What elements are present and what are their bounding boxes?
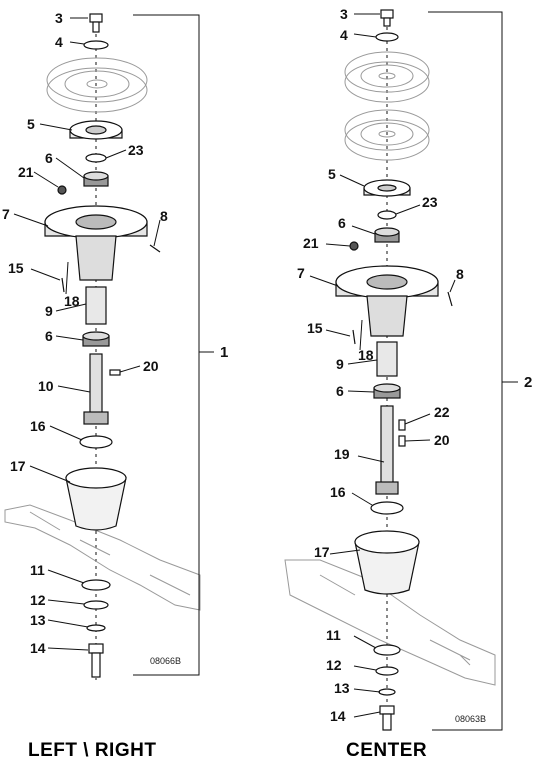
left-part-bearing-6b: [82, 331, 110, 347]
center-callout-3: 3: [340, 6, 348, 22]
left-part-ring-23: [85, 153, 107, 163]
center-callout-8: 8: [456, 266, 464, 282]
left-callout-15: 15: [8, 260, 24, 276]
center-callout-15: 15: [307, 320, 323, 336]
center-part-pin-8: [447, 291, 453, 307]
left-part-screw-15: [61, 277, 65, 293]
center-callout-14: 14: [330, 708, 346, 724]
center-part-lockwasher-13: [378, 688, 396, 696]
left-part-bolt-14: [88, 643, 104, 678]
center-callout-19: 19: [334, 446, 350, 462]
center-callout-22: 22: [434, 404, 450, 420]
center-part-bolt-3: [380, 9, 394, 27]
center-part-washer-11: [373, 644, 401, 656]
left-part-housing-7: [44, 205, 148, 281]
center-part-bearing-6a: [374, 227, 400, 243]
center-assembly: 2 3 4 5 23 6 21 7 8 15 18 9 6 2: [284, 6, 532, 761]
left-assembly-ref: 1: [220, 344, 228, 361]
left-part-washer-12: [83, 600, 109, 610]
center-part-spacer-9: [376, 341, 398, 377]
left-callout-13: 13: [30, 612, 46, 628]
left-callout-10: 10: [38, 378, 54, 394]
center-callout-4: 4: [340, 27, 348, 43]
center-part-key-20: [398, 435, 406, 447]
center-callout-17: 17: [314, 544, 330, 560]
center-callout-6b: 6: [336, 383, 344, 399]
left-callout-23: 23: [128, 142, 144, 158]
left-callout-21: 21: [18, 164, 34, 180]
left-callout-12: 12: [30, 592, 46, 608]
left-part-washer-4: [83, 40, 109, 50]
left-caption: LEFT \ RIGHT: [28, 740, 156, 761]
left-part-spacer-9: [85, 286, 107, 325]
center-callout-20: 20: [434, 432, 450, 448]
left-part-pin-8: [149, 244, 161, 253]
center-pulley-upper: [344, 51, 430, 103]
center-drawing-code: 08063B: [455, 714, 486, 724]
center-part-screw-15: [352, 329, 356, 345]
center-part-bearing-6b: [373, 383, 401, 399]
center-pulley-lower: [344, 109, 430, 161]
left-callout-8: 8: [160, 208, 168, 224]
left-drawing-code: 08066B: [150, 656, 181, 666]
left-part-cap-5: [69, 120, 123, 140]
center-callout-7: 7: [297, 265, 305, 281]
center-callout-21: 21: [303, 235, 319, 251]
center-part-housing-7: [335, 265, 439, 337]
center-callout-18: 18: [358, 347, 374, 363]
left-callout-20: 20: [143, 358, 159, 374]
center-part-nut-21: [349, 241, 359, 251]
left-callout-9: 9: [45, 303, 53, 319]
left-callout-4: 4: [55, 34, 63, 50]
center-callout-5: 5: [328, 166, 336, 182]
left-callout-3: 3: [55, 10, 63, 26]
center-part-washer-16: [370, 501, 404, 515]
center-part-washer-12: [375, 666, 399, 676]
center-part-cap-5: [363, 179, 411, 197]
left-callout-6a: 6: [45, 150, 53, 166]
center-callout-23: 23: [422, 194, 438, 210]
center-callout-6a: 6: [338, 215, 346, 231]
left-part-bearing-6a: [83, 171, 109, 187]
center-callout-9: 9: [336, 356, 344, 372]
center-assembly-bracket: [428, 11, 503, 731]
center-assembly-ref: 2: [524, 374, 532, 391]
left-part-washer-16: [79, 435, 113, 449]
left-part-cup-17: [65, 467, 127, 531]
left-pulley: [46, 57, 148, 113]
left-part-spindle-10: [83, 353, 109, 425]
center-part-washer-4: [375, 32, 399, 42]
center-caption: CENTER: [346, 740, 427, 761]
left-callout-7: 7: [2, 206, 10, 222]
left-assembly-bracket: [133, 14, 200, 676]
center-part-spindle-19: [375, 405, 399, 495]
left-callout-14: 14: [30, 640, 46, 656]
left-part-lockwasher-13: [86, 624, 106, 632]
center-part-key-22: [398, 419, 406, 431]
left-part-washer-11: [81, 579, 111, 591]
left-callout-6b: 6: [45, 328, 53, 344]
center-callout-12: 12: [326, 657, 342, 673]
center-part-cup-17: [354, 530, 420, 595]
center-part-bolt-14: [379, 705, 395, 731]
left-callout-18: 18: [64, 293, 80, 309]
left-assembly: 1 3 4 5 23 6 21 7 8 15 18 9 6 20: [2, 10, 228, 761]
left-callout-16: 16: [30, 418, 46, 434]
center-part-ring-23: [377, 210, 397, 220]
left-callout-5: 5: [27, 116, 35, 132]
left-part-bolt-3: [89, 13, 103, 33]
left-callout-17: 17: [10, 458, 26, 474]
center-callout-16: 16: [330, 484, 346, 500]
left-callout-11: 11: [30, 562, 45, 578]
left-part-key-20: [109, 369, 121, 376]
center-callout-11: 11: [326, 627, 341, 643]
center-callout-13: 13: [334, 680, 350, 696]
left-part-nut-21: [57, 185, 67, 195]
